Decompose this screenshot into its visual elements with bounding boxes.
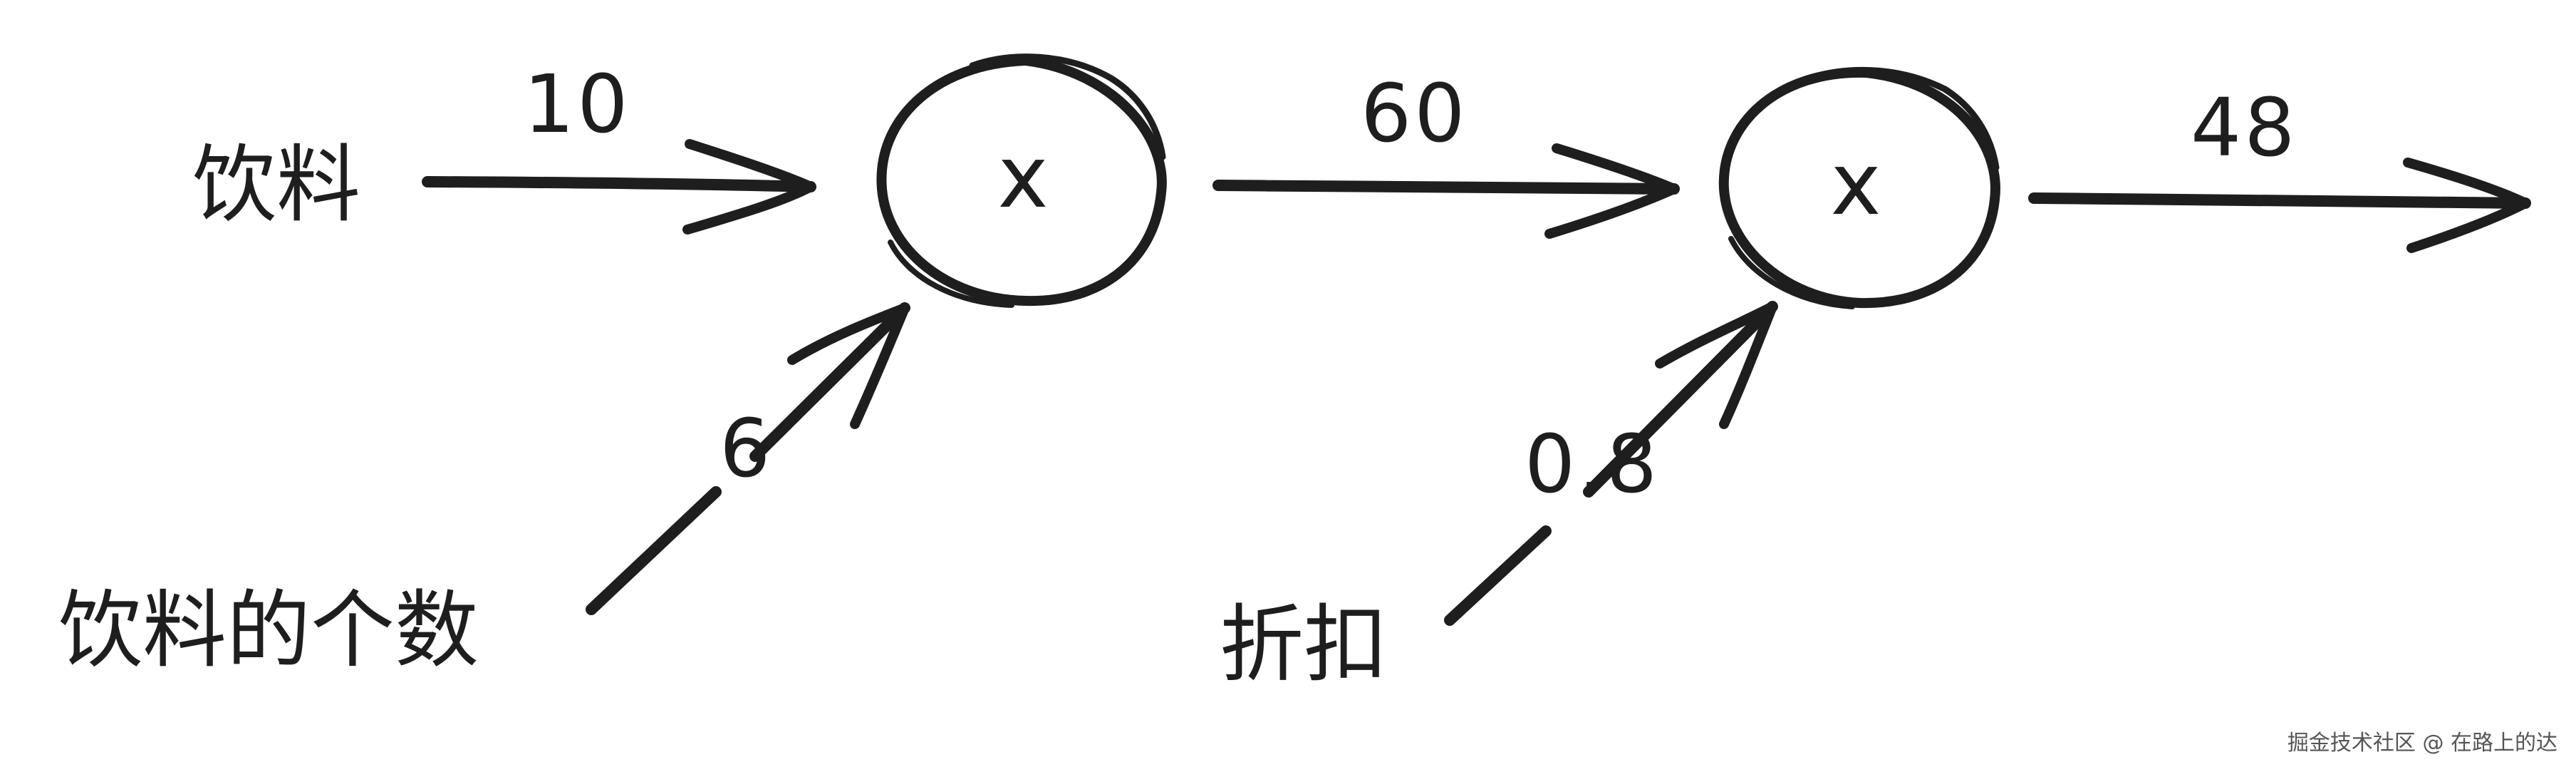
drink-count-arrow — [586, 302, 910, 615]
intermediate-value: 60 — [1361, 68, 1468, 160]
discount-arrow — [1444, 301, 1778, 626]
intermediate-arrow — [1212, 143, 1680, 239]
drink-label: 饮料 — [192, 135, 360, 234]
multiply-node-2 — [1718, 66, 2000, 309]
output-arrow — [2028, 158, 2531, 253]
drink-count-label: 饮料的个数 — [58, 581, 479, 679]
output-value: 48 — [2191, 82, 2298, 175]
multiply-symbol-1: x — [997, 128, 1048, 227]
drink-arrow — [422, 139, 816, 235]
drink-value: 10 — [524, 58, 631, 151]
multiply-symbol-2: x — [1830, 135, 1881, 235]
multiply-node-1 — [876, 53, 1167, 308]
discount-label: 折扣 — [1220, 595, 1388, 694]
watermark: 掘金技术社区 @ 在路上的达 — [2287, 731, 2557, 756]
